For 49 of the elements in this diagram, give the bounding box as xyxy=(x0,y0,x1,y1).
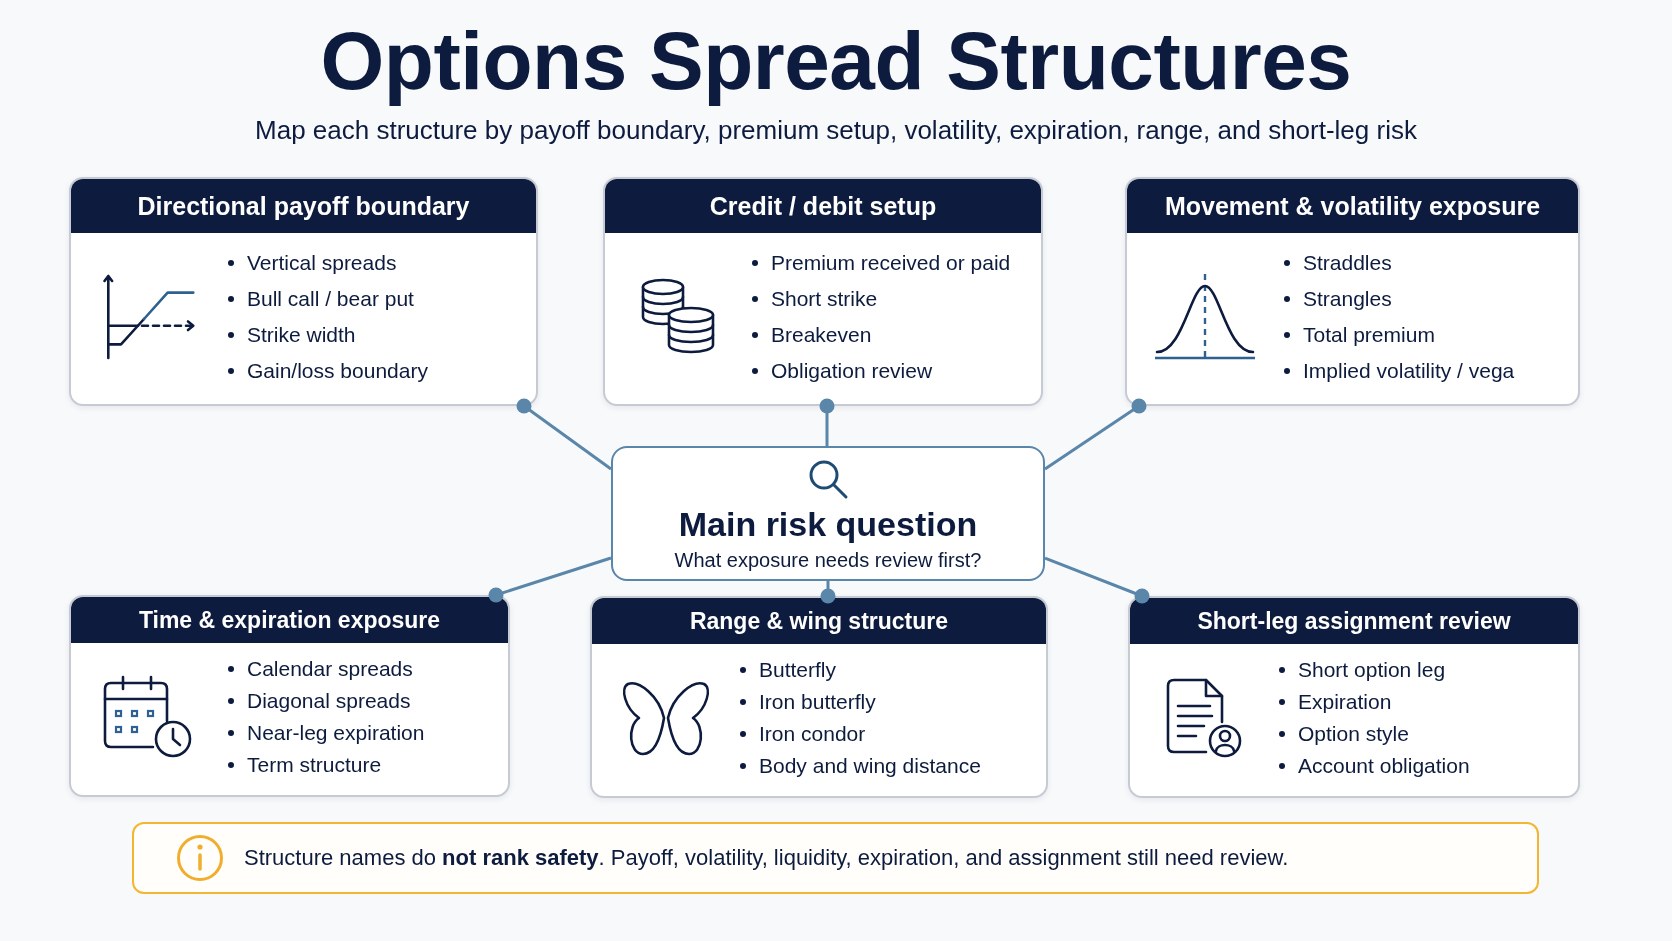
question-heading: Main risk question xyxy=(678,504,978,544)
subtitle: Map each structure by payoff boundary, premium setup, volatility, expiration, range, and short-leg risk xyxy=(255,114,1417,146)
connector-line xyxy=(819,398,835,446)
category-card xyxy=(1128,596,1580,798)
bullet-item: Implied volatility / vega xyxy=(1279,357,1515,384)
bullet-item: Expiration xyxy=(1274,689,1392,715)
bullet-item: Near-leg expiration xyxy=(223,720,425,746)
card-header: Directional payoff boundary xyxy=(71,179,536,233)
bullet-item: Option style xyxy=(1274,721,1409,747)
bullet-item: Iron butterfly xyxy=(735,689,876,715)
bullet-item: Short strike xyxy=(747,285,878,312)
category-card xyxy=(590,596,1048,798)
central-question-box xyxy=(611,446,1045,581)
connector-line xyxy=(488,556,612,603)
category-card xyxy=(69,177,538,406)
bullet-item: Total premium xyxy=(1279,321,1435,348)
connector-line xyxy=(516,398,612,471)
bullet-item: Straddles xyxy=(1279,249,1392,276)
category-card xyxy=(1125,177,1580,406)
bullet-item: Term structure xyxy=(223,752,382,778)
bullet-item: Premium received or paid xyxy=(747,249,1011,276)
page-title: Options Spread Structures xyxy=(320,16,1352,106)
category-card xyxy=(603,177,1043,406)
connector-line xyxy=(1044,556,1150,604)
bullet-item: Short option leg xyxy=(1274,657,1446,683)
card-header: Credit / debit setup xyxy=(605,179,1041,233)
card-header: Movement & volatility exposure xyxy=(1127,179,1578,233)
bullet-item: Vertical spreads xyxy=(223,249,397,276)
bullet-item: Strangles xyxy=(1279,285,1392,312)
connector-line xyxy=(820,581,836,604)
bullet-item: Calendar spreads xyxy=(223,656,413,682)
card-header: Range & wing structure xyxy=(592,598,1046,644)
note-text: Structure names do not rank safety. Payoff, volatility, liquidity, expiration, and assignment still need review. xyxy=(244,844,1289,872)
warning-note xyxy=(132,822,1539,894)
bullet-item: Obligation review xyxy=(747,357,933,384)
card-header: Time & expiration exposure xyxy=(71,597,508,643)
bullet-item: Diagonal spreads xyxy=(223,688,411,714)
bullet-item: Strike width xyxy=(223,321,356,348)
bullet-item: Account obligation xyxy=(1274,753,1470,779)
card-header: Short-leg assignment review xyxy=(1130,598,1578,644)
bullet-item: Gain/loss boundary xyxy=(223,357,428,384)
bullet-item: Body and wing distance xyxy=(735,753,981,779)
bullet-item: Butterfly xyxy=(735,657,837,683)
connector-line xyxy=(1044,398,1147,471)
bullet-item: Breakeven xyxy=(747,321,872,348)
bullet-item: Iron condor xyxy=(735,721,866,747)
category-card xyxy=(69,595,510,797)
bullet-item: Bull call / bear put xyxy=(223,285,414,312)
question-subtext: What exposure needs review first? xyxy=(674,548,982,572)
